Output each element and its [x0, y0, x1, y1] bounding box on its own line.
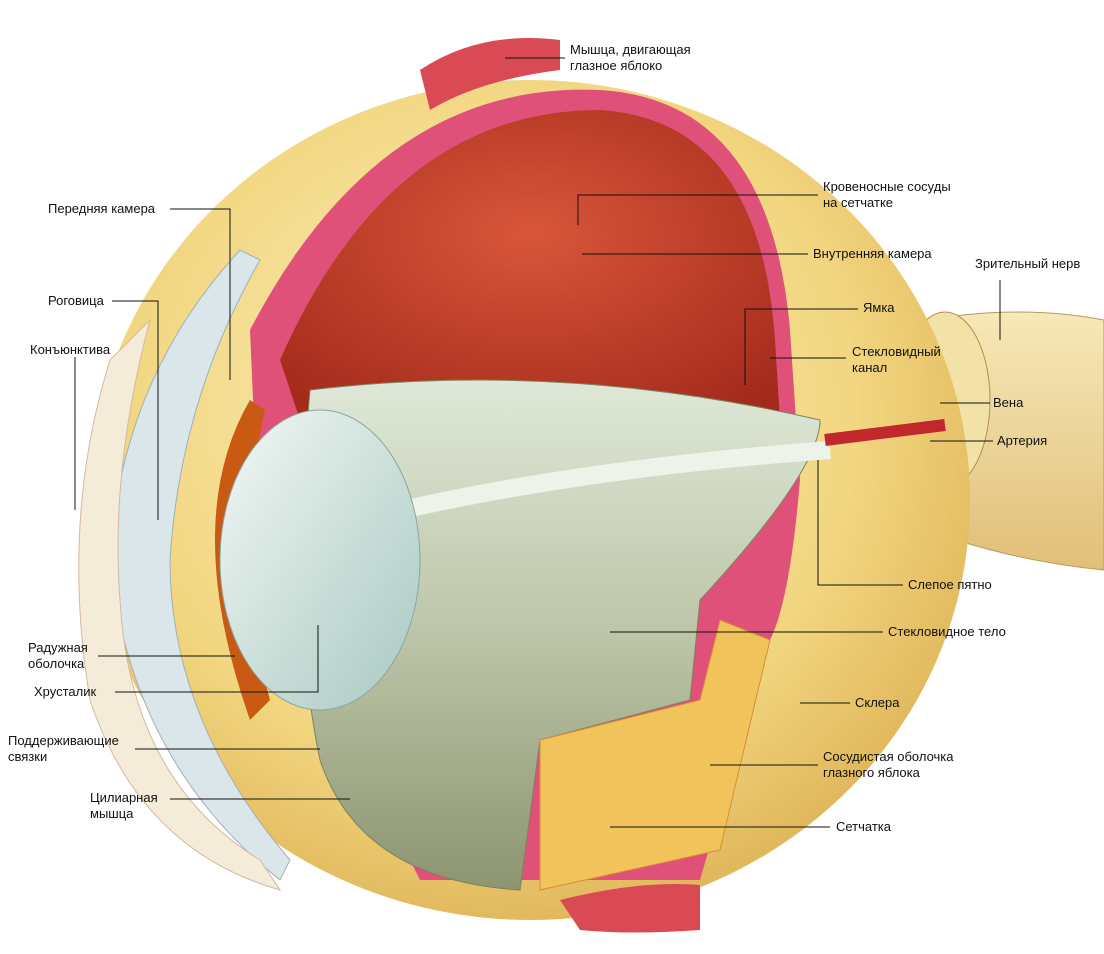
label-line: Цилиарная: [90, 790, 158, 805]
label-line: глазное яблоко: [570, 58, 663, 73]
vessels-shape: [824, 419, 946, 446]
label-line: глазного яблока: [823, 765, 920, 780]
label-inner-chamber: Внутренняя камера: [813, 246, 932, 261]
muscle-top-shape: [420, 38, 560, 110]
label-anterior-chamber: Передняя камера: [48, 201, 156, 216]
label-artery: Артерия: [997, 433, 1048, 448]
label-line: оболочка: [28, 656, 85, 671]
hyaloid-canal-shape: [357, 441, 831, 529]
label-vitreous-body: Стекловидное тело: [888, 624, 1006, 639]
label-line: канал: [852, 360, 888, 375]
label-fovea: Ямка: [863, 300, 895, 315]
label-line: Поддерживающие: [8, 733, 119, 748]
cornea-shape: [109, 249, 291, 881]
label-line: Стекловидный: [852, 344, 941, 359]
label-line: Сосудистая оболочка: [823, 749, 954, 764]
inner-chamber-shape: [280, 110, 780, 420]
label-line: связки: [8, 749, 48, 764]
muscle-bottom-shape: [560, 884, 700, 933]
label-blind-spot: Слепое пятно: [908, 577, 992, 592]
conjunctiva-shape: [78, 318, 282, 891]
lens-shape: [219, 409, 421, 711]
label-line: Радужная: [28, 640, 88, 655]
label-lens: Хрусталик: [34, 684, 97, 699]
label-line: Кровеносные сосуды: [823, 179, 951, 194]
label-retina: Сетчатка: [836, 819, 892, 834]
label-line: мышца: [90, 806, 134, 821]
label-line: Мышца, двигающая: [570, 42, 691, 57]
label-cornea: Роговица: [48, 293, 104, 308]
label-vein: Вена: [993, 395, 1024, 410]
label-conjunctiva: Конъюнктива: [30, 342, 111, 357]
label-optic-nerve: Зрительный нерв: [975, 256, 1081, 271]
leader-lines: [74, 57, 1001, 828]
label-sclera: Склера: [855, 695, 900, 710]
label-line: на сетчатке: [823, 195, 894, 210]
retina-shape: [539, 619, 771, 891]
